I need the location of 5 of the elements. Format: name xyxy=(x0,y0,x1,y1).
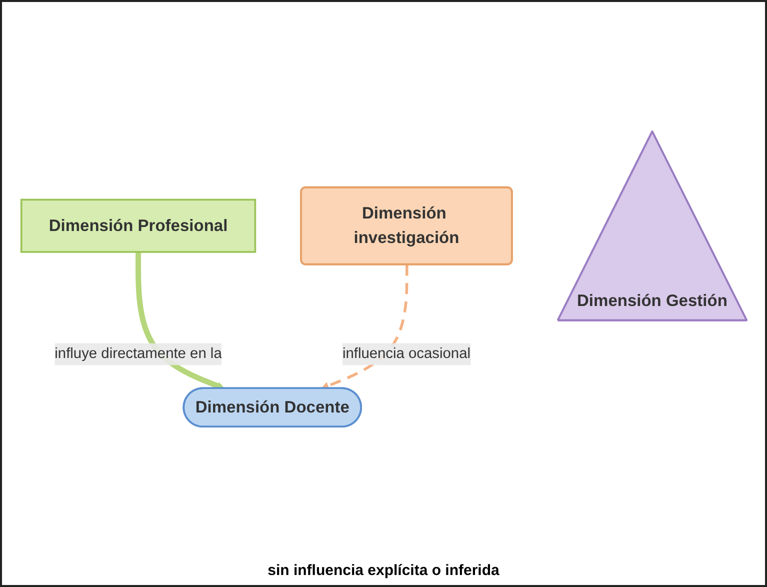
arrow xyxy=(320,264,408,390)
node-box: Dimensión Profesional xyxy=(20,198,256,253)
edge-label: influencia ocasional xyxy=(342,346,470,362)
edge-label: influye directamente en la xyxy=(54,346,222,362)
note-text: sin influencia explícita o inferida xyxy=(268,562,500,579)
